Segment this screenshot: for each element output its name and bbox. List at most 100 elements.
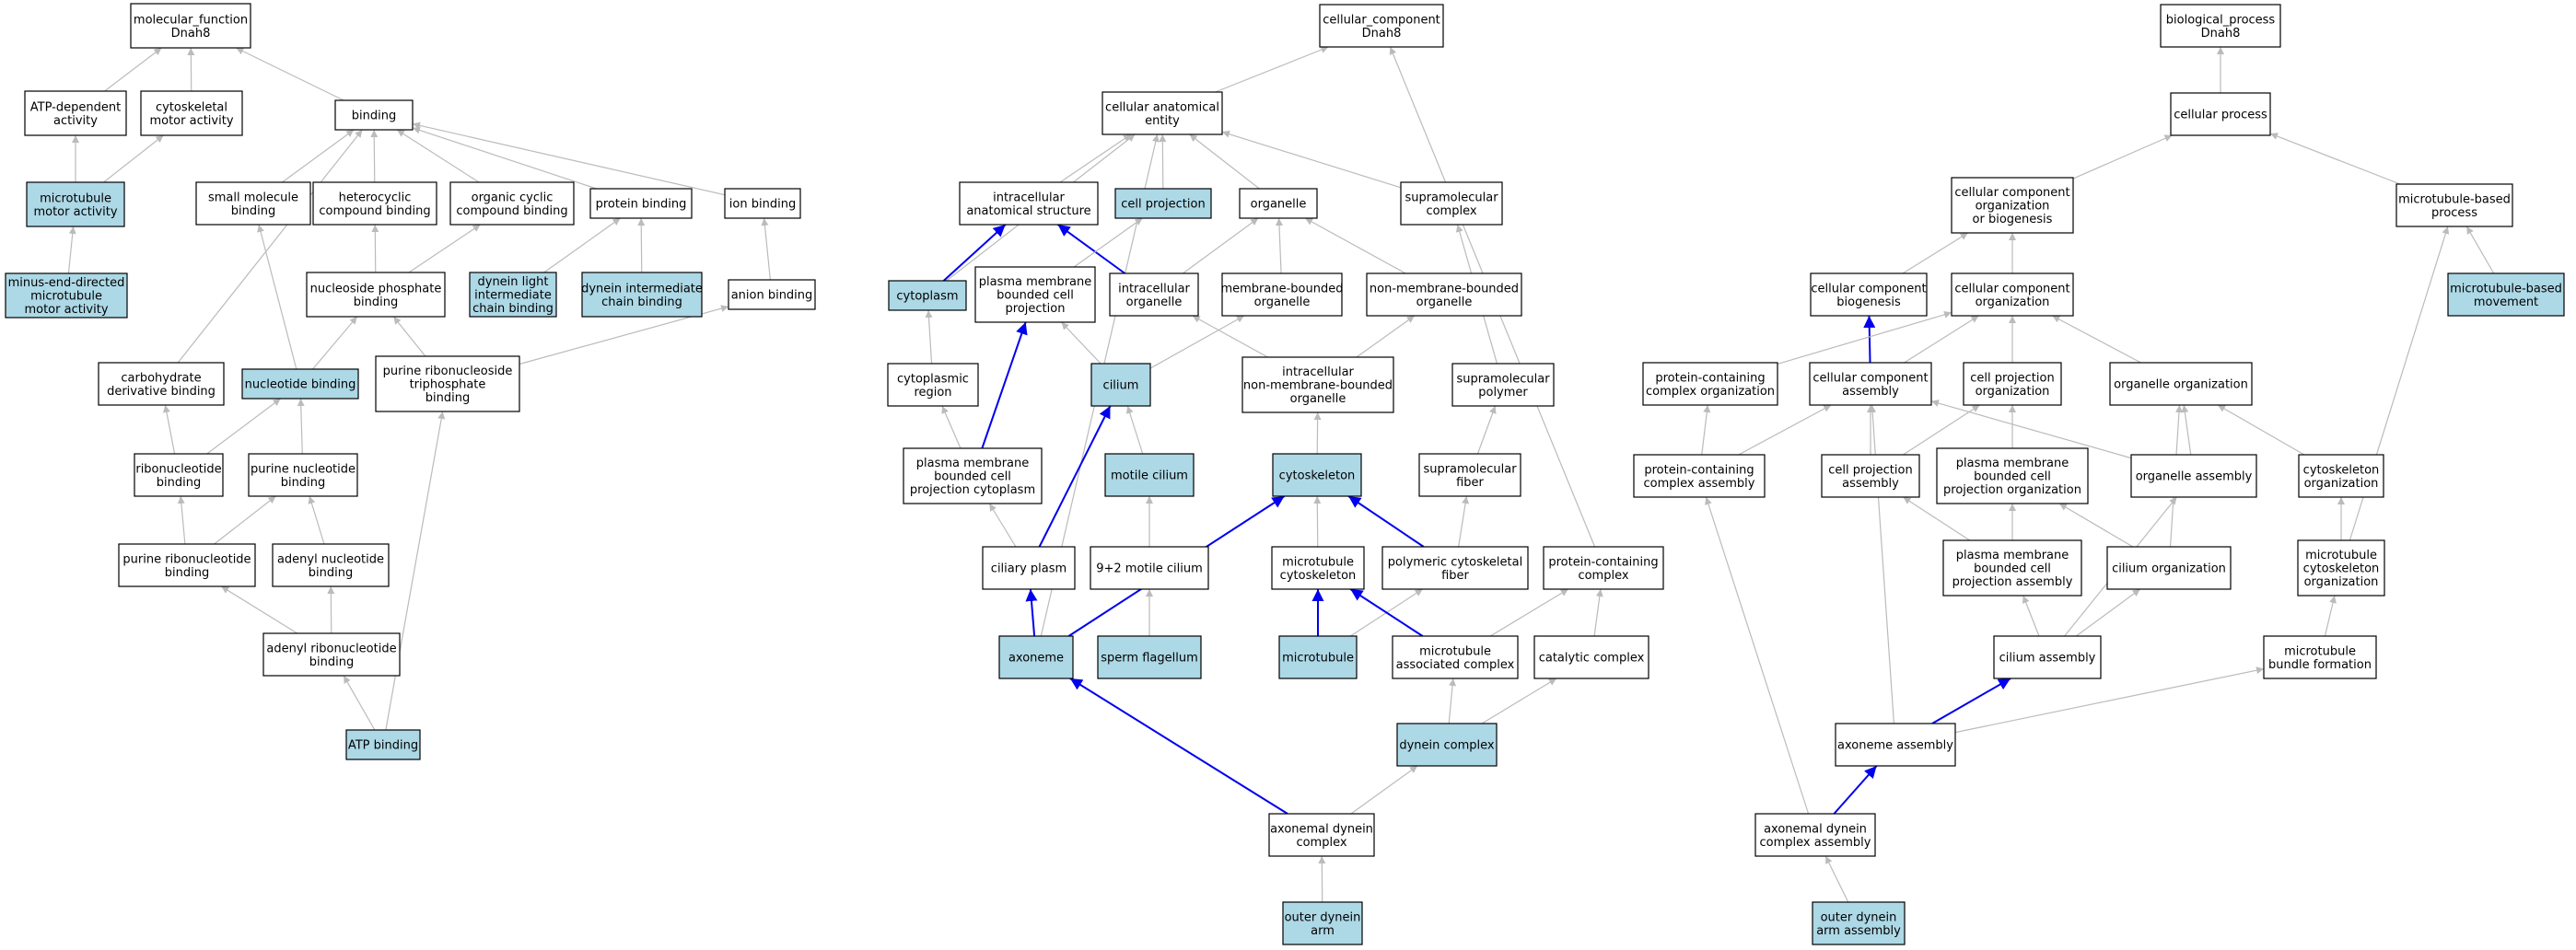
edge-dynein_cplx-to-catalytic_cplx (1481, 678, 1557, 724)
node-label-line: purine nucleotide (251, 462, 356, 476)
node-axoneme[interactable]: axoneme (998, 635, 1074, 679)
node-box (1633, 454, 1766, 498)
node-cilium[interactable]: cilium (1090, 363, 1151, 407)
node-binding[interactable]: binding (334, 99, 414, 131)
node-label-line: cell projection (1121, 198, 1205, 212)
node-ion-b[interactable]: ion binding (724, 188, 801, 219)
node-organelle-org[interactable]: organelle organization (2109, 362, 2253, 406)
edge-cell_anat-to-cc_root (1215, 46, 1329, 93)
node-organelle[interactable]: organelle (1239, 188, 1318, 219)
node-dynein-cplx[interactable]: dynein complex (1396, 723, 1498, 767)
node-label-line: molecular_function (134, 13, 248, 27)
node-label-line: complex assembly (1760, 836, 1871, 850)
node-atp-b[interactable]: ATP binding (345, 729, 421, 760)
node-label-line: organization (1976, 200, 2050, 214)
node-nucleotide-b[interactable]: nucleotide binding (241, 368, 359, 400)
node-label-line: polymer (1478, 386, 1528, 400)
node-cytoskeleton[interactable]: cytoskeleton (1272, 453, 1362, 497)
node-cell-process[interactable]: cellular process (2170, 92, 2271, 136)
node-axoneme-assembly[interactable]: axoneme assembly (1835, 723, 1956, 767)
node-microtubule[interactable]: microtubule (1278, 635, 1358, 679)
node-anion-b[interactable]: anion binding (728, 279, 816, 310)
node-cilium-assembly[interactable]: cilium assembly (1993, 635, 2102, 679)
edge-axonemal_dynein-to-axoneme (1069, 678, 1288, 815)
node-protein-b[interactable]: protein binding (589, 188, 693, 219)
node-cytoplasm[interactable]: cytoplasm (888, 280, 967, 311)
node-nine-two[interactable]: 9+2 motile cilium (1090, 546, 1209, 590)
node-cilium-org[interactable]: cilium organization (2106, 546, 2232, 590)
node-sperm-flag[interactable]: sperm flagellum (1097, 635, 1202, 679)
node-label-line: protein-containing (1655, 371, 1765, 385)
node-organelle-assembly[interactable]: organelle assembly (2130, 454, 2257, 498)
node-motile-cilium[interactable]: motile cilium (1104, 453, 1195, 497)
node-box (728, 279, 816, 310)
node-ciliary-plasm[interactable]: ciliary plasm (982, 546, 1076, 590)
node-cell-proj[interactable]: cell projection (1114, 188, 1212, 219)
node-catalytic-cplx[interactable]: catalytic complex (1533, 635, 1649, 679)
node-label: 9+2 motile cilium (1096, 562, 1203, 576)
edge-cytoplasm-to-intracell_anat (942, 224, 1007, 282)
